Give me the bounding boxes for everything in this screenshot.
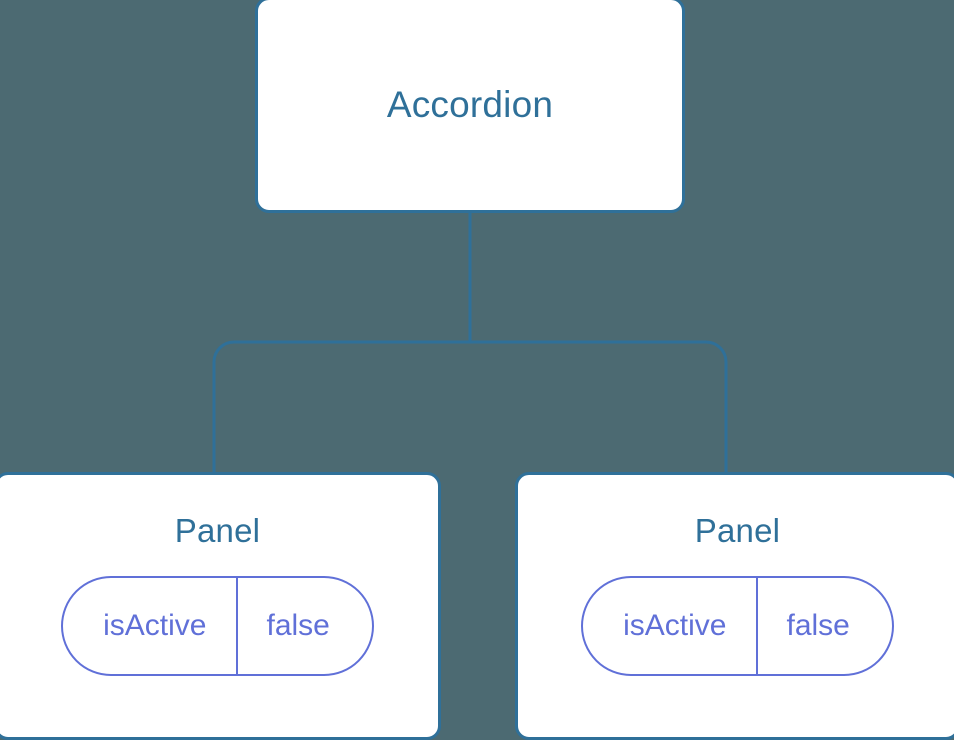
node-accordion-label: Accordion	[386, 83, 554, 125]
node-panel-1-prop-value: false	[786, 609, 850, 643]
node-panel-0-prop-key: isActive	[63, 578, 239, 675]
node-panel-0-label: Panel	[174, 512, 261, 549]
node-panel-1-prop-isactive[interactable]: isActive false	[581, 576, 894, 677]
node-panel-0[interactable]: Panel isActive false	[0, 472, 441, 740]
connector-bus-to-panel-1	[470, 340, 728, 480]
node-panel-1-label: Panel	[694, 512, 781, 549]
node-panel-0-prop-isactive[interactable]: isActive false	[61, 576, 374, 677]
connector-bus-to-panel-0	[212, 340, 470, 480]
node-panel-1-prop-key: isActive	[583, 578, 759, 675]
node-panel-0-prop-value: false	[266, 609, 330, 643]
node-panel-1[interactable]: Panel isActive false	[515, 472, 954, 740]
node-accordion[interactable]: Accordion	[255, 0, 685, 213]
